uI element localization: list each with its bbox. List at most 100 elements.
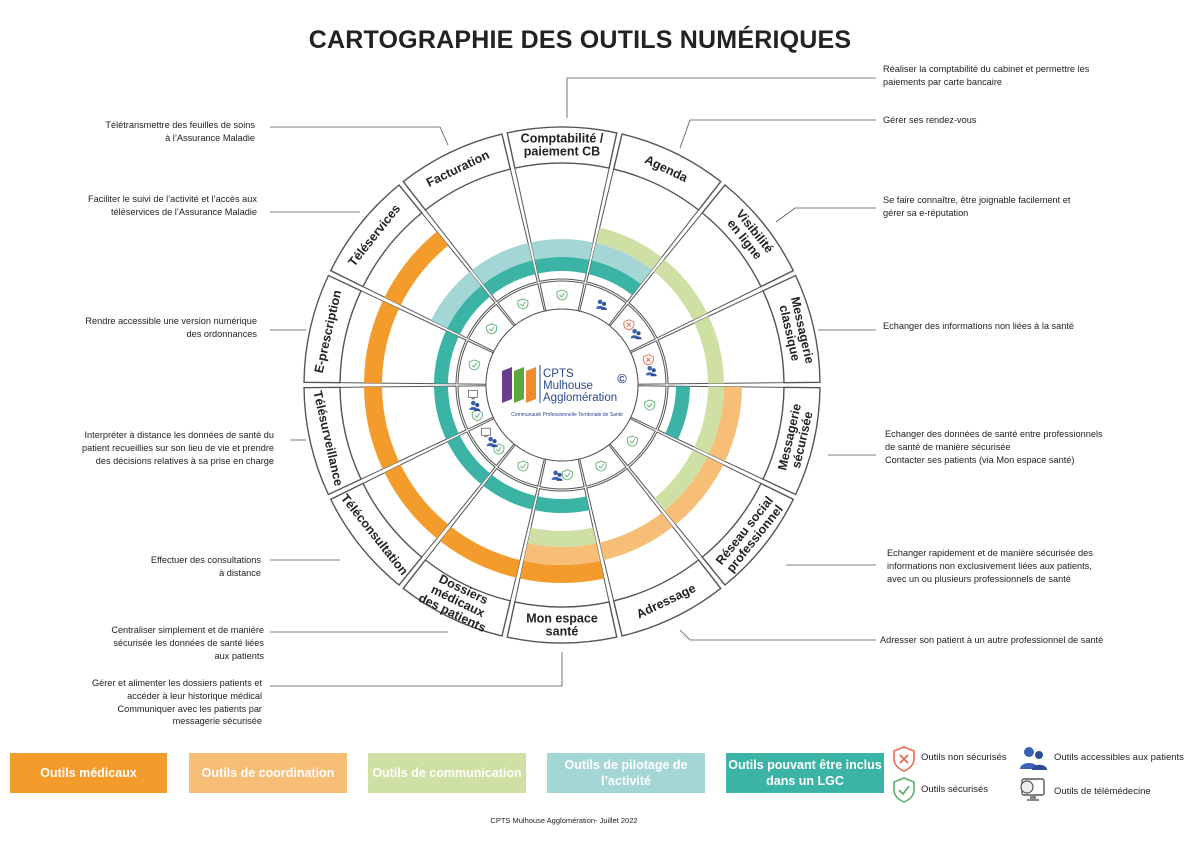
logo-subtitle: Communauté Professionnelle Territoriale …: [511, 412, 623, 418]
note-adressage: Adresser son patient à un autre professi…: [880, 635, 1104, 645]
legend-patients-label: Outils accessibles aux patients: [1054, 752, 1184, 763]
label-box: [701, 482, 795, 587]
ring-communication: [654, 259, 708, 321]
legend-communication: Outils de communication: [368, 753, 526, 793]
copyright-mark: ©: [617, 371, 627, 386]
ring-pilotage: [591, 243, 652, 285]
ring-medical: [519, 560, 605, 583]
note-teleservices: Faciliter le suivi de l’activité et l’ac…: [87, 194, 257, 217]
ring-medical: [384, 464, 449, 539]
note-messagerie-classique: Echanger des informations non liées à la…: [883, 321, 1075, 331]
ring-pilotage: [531, 239, 593, 260]
sector-adressage: Adressage: [579, 444, 722, 637]
ring-medical: [384, 231, 449, 306]
label-box: [506, 601, 618, 644]
unsecure-icon: [623, 319, 635, 331]
ring-lgc: [483, 260, 536, 296]
sector-e-prescription: E-prescription: [303, 274, 494, 385]
legend-secure-label: Outils sécurisés: [921, 784, 989, 795]
ring-communication: [654, 449, 708, 511]
secure-icon: [893, 777, 915, 803]
telemedicine-icon: [481, 427, 491, 438]
legend-medical: Outils médicaux: [10, 753, 167, 793]
secure-icon: [626, 435, 638, 447]
note-messagerie-securisee: Echanger des données de santé entre prof…: [885, 429, 1103, 465]
patients-icon: [645, 365, 657, 377]
ring-coordination: [664, 456, 724, 525]
unsecure-icon: [642, 354, 654, 366]
logo-text: Agglomération: [543, 392, 617, 404]
leader-line: [270, 126, 449, 146]
note-comptabilite: Réaliser la comptabilité du cabinet et p…: [883, 64, 1090, 87]
ring-coordination: [599, 512, 673, 561]
note-telesurveillance: Interpréter à distance les données de sa…: [81, 430, 274, 466]
ring-medical: [364, 386, 400, 470]
patients-icon: [630, 328, 642, 340]
note-facturation: Télétransmettre des feuilles de soins à …: [105, 120, 255, 143]
label-box: [762, 386, 821, 496]
secure-icon: [517, 460, 529, 472]
label-box: [762, 274, 821, 384]
leader-line: [679, 119, 876, 149]
label-box: [612, 133, 722, 211]
leader-line: [679, 629, 876, 641]
footer: CPTS Mulhouse Agglomération- Juillet 202…: [490, 816, 638, 825]
sector-dossiers-medicaux: Dossiersmédicauxdes patients: [402, 444, 545, 637]
leader-line: [270, 652, 563, 687]
label-box: [506, 126, 618, 169]
ring-pilotage: [472, 243, 533, 285]
logo-text: CPTS: [543, 368, 574, 380]
ring-communication: [694, 386, 724, 454]
patients-icon: [486, 436, 498, 448]
label-box: [402, 133, 512, 211]
legend-coordination: Outils de coordination: [189, 753, 347, 793]
note-dossiers-medicaux: Centraliser simplement et de manière séc…: [111, 625, 264, 661]
secure-icon: [471, 409, 483, 421]
ring-communication: [694, 316, 724, 384]
label-box: [329, 183, 423, 288]
label-box: [701, 183, 795, 288]
ring-lgc: [665, 386, 690, 440]
note-reseau-social: Echanger rapidement et de manière sécuri…: [887, 548, 1093, 584]
sector-agenda: Agenda: [579, 133, 722, 326]
ring-lgc: [483, 474, 536, 510]
note-e-prescription: Rendre accessible une version numérique …: [85, 316, 257, 339]
ring-lgc: [434, 386, 459, 440]
secure-icon: [561, 469, 573, 481]
ring-medical: [440, 526, 521, 578]
sector-visibilite: Visibilitéen ligne: [609, 183, 795, 352]
secure-icon: [468, 359, 480, 371]
unsecure-icon: [893, 746, 915, 772]
ring-lgc: [447, 435, 490, 485]
ring-lgc: [447, 285, 490, 335]
label-box: [329, 482, 423, 587]
leader-line: [775, 207, 876, 223]
secure-icon: [644, 399, 656, 411]
sector-telesurveillance: Télésurveillance: [303, 385, 494, 496]
secure-icon: [486, 323, 498, 335]
patients-icon: [596, 299, 608, 310]
label-box: [402, 559, 512, 637]
leader-line: [566, 77, 876, 118]
telemedicine-icon: [468, 389, 478, 400]
note-visibilite: Se faire connaître, être joignable facil…: [883, 195, 1071, 218]
legend-lgc: Outils pouvant être inclus dans un LGC: [726, 753, 884, 793]
ring-lgc: [588, 260, 641, 296]
legend-telemedicine-label: Outils de télémédecine: [1054, 786, 1151, 797]
secure-icon: [517, 298, 529, 310]
ring-pilotage: [431, 271, 482, 329]
note-mon-espace-sante: Gérer et alimenter les dossiers patients…: [91, 678, 262, 727]
ring-communication: [527, 527, 597, 547]
patients-icon: [1020, 747, 1047, 770]
center-circle: [485, 308, 639, 462]
note-agenda: Gérer ses rendez-vous: [883, 115, 977, 125]
ring-lgc: [434, 330, 459, 384]
secure-icon: [556, 289, 568, 301]
ring-lgc: [534, 496, 590, 513]
sector-messagerie-securisee: Messageriesécurisée: [630, 385, 821, 496]
label-box: [303, 274, 362, 384]
legend-pilotage: Outils de pilotage de l’activité: [547, 753, 705, 793]
